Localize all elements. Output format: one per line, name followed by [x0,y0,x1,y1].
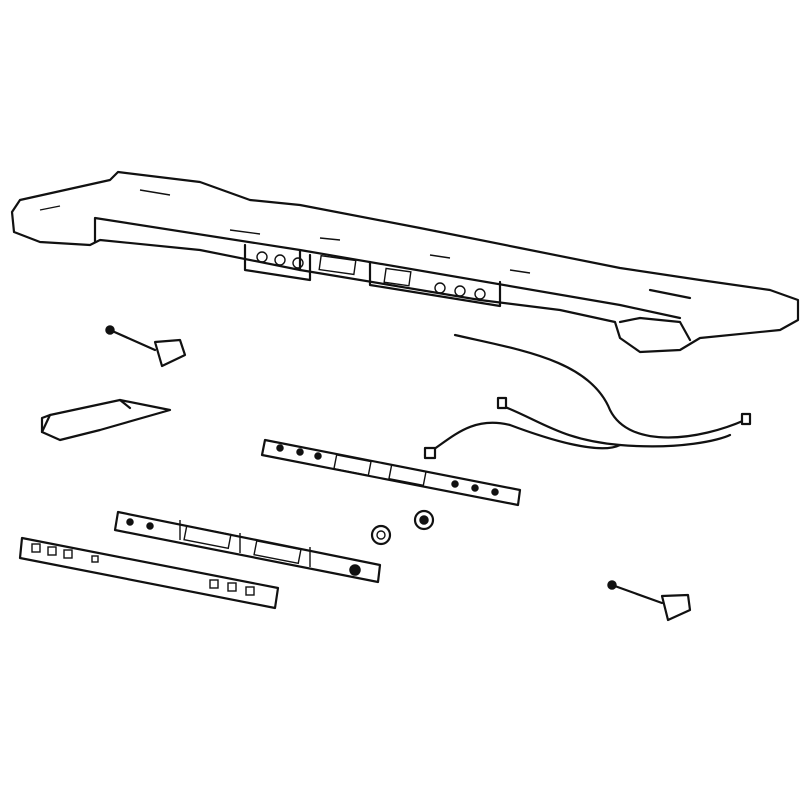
control-board-lower [113,510,382,584]
knob-left [370,524,392,546]
mounting-bracket [40,398,172,442]
screw-right [607,580,692,622]
control-board-upper [260,438,522,507]
screw-left [105,325,187,368]
main-frame-panel [10,170,800,354]
button-strip [18,536,280,610]
knob-right [413,509,435,531]
wire-harness [423,333,752,460]
